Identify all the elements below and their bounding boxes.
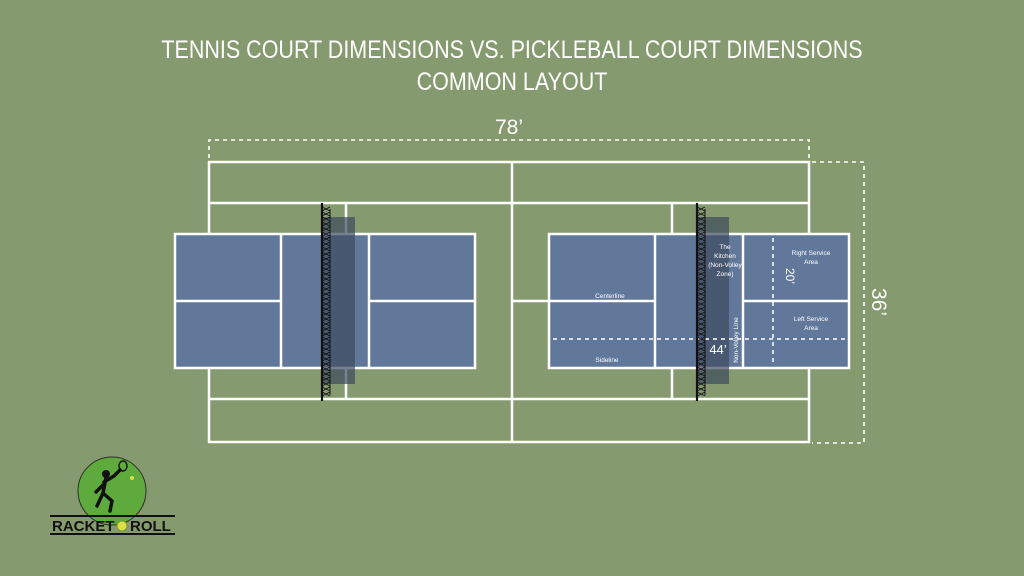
logo-ball-icon (116, 520, 128, 532)
logo-circle (77, 456, 147, 526)
length-dimension-label: 78’ (495, 116, 523, 139)
net-shadow-left (323, 217, 355, 384)
sideline-label: Sideline (595, 357, 619, 364)
kitchen-label-line-2: Kitchen (714, 253, 736, 260)
pickleball-court-left (173, 217, 477, 384)
width-dimension-label: 36’ (867, 288, 890, 316)
player-silhouette-icon (94, 460, 128, 513)
logo-underline-bottom (50, 533, 175, 535)
net-right (695, 203, 706, 401)
logo-text-left: RACKET (52, 518, 115, 535)
pickleball-length-label: 44’ (709, 342, 726, 357)
left-service-label-2: Area (804, 325, 818, 332)
non-volley-line-label: Non-Volley Line (733, 317, 740, 363)
logo-text-right: ROLL (130, 518, 171, 535)
logo-underline-top (50, 515, 175, 517)
length-dimension: 78’ (208, 116, 810, 158)
pickleball-court-right (547, 217, 851, 384)
centerline-label: Centerline (595, 293, 625, 300)
ball-icon (130, 476, 134, 480)
kitchen-label-line-4: Zone) (717, 271, 734, 278)
title-line-2: COMMON LAYOUT (416, 68, 608, 96)
pickleball-width-label: 20’ (783, 268, 797, 284)
right-service-label-1: Right Service (792, 250, 831, 257)
racket-roll-logo: RACKET ROLL (50, 456, 175, 535)
width-dimension: 36’ (812, 161, 890, 444)
right-service-label-2: Area (804, 259, 818, 266)
title-line-1: TENNIS COURT DIMENSIONS VS. PICKLEBALL C… (161, 36, 863, 64)
net-left (320, 203, 331, 401)
kitchen-label-line-3: (Non-Volley (708, 262, 742, 269)
left-service-label-1: Left Service (794, 316, 829, 323)
kitchen-label-line-1: The (719, 244, 731, 251)
